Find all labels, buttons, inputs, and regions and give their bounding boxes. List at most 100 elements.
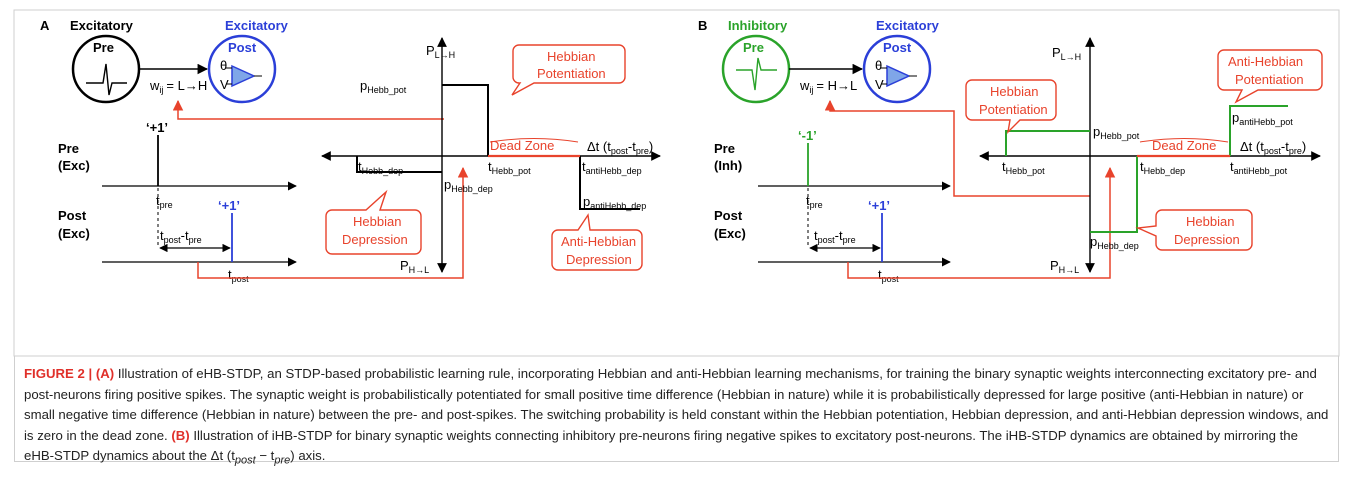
- panel-b-p-hebb-dep: pHebb_dep: [1090, 234, 1139, 251]
- panel-a-t-post: tpost: [228, 267, 249, 284]
- panel-a-v: V: [220, 77, 229, 92]
- panel-b-hebb-pot-curve: [1005, 130, 1090, 156]
- panel-a-w: wij= L→H: [149, 78, 207, 95]
- panel-b-post-axis: Post: [714, 208, 743, 223]
- caption-label: FIGURE 2 |: [24, 366, 93, 381]
- panel-a-comparator-icon: [231, 64, 256, 88]
- panel-b-feedback-arrow: [824, 99, 1090, 197]
- panel-b-post-label: Post: [883, 40, 912, 55]
- panel-b-pre-axis-2: (Inh): [714, 158, 742, 173]
- panel-a-pre-label: Pre: [93, 40, 114, 55]
- panel-a-pre-spike-icon: [86, 63, 127, 96]
- caption-box: [14, 356, 1339, 462]
- panel-b-dead-zone: Dead Zone: [1152, 138, 1216, 153]
- caption-a-marker: (A): [95, 366, 115, 381]
- panel-a-hebb-pot-curve: [442, 84, 489, 156]
- panel-b-pre-spike-icon: [736, 57, 777, 91]
- panel-a-pre-axis-2: (Exc): [58, 158, 90, 173]
- panel-a-spike-post: ‘+1’: [218, 198, 240, 213]
- caption-b-end: ) axis.: [290, 448, 326, 463]
- panel-a-callout-pot-1: Hebbian: [547, 49, 595, 64]
- panel-a-post-axis: Post: [58, 208, 87, 223]
- panel-b-post-neuron: [862, 34, 932, 104]
- panel-b-t-post: tpost: [878, 267, 899, 284]
- panel-a-p-hebb-dep: pHebb_dep: [444, 177, 493, 194]
- panel-b-callout-anti-2: Potentiation: [1235, 72, 1304, 87]
- panel-b-callout-anti-1: Anti-Hebbian: [1228, 54, 1303, 69]
- panel-b-callout-pot: [965, 79, 1057, 135]
- panel-a-p-anti-dep: pantiHebb_dep: [583, 194, 646, 211]
- panel-a-callout-anti-1: Anti-Hebbian: [561, 234, 636, 249]
- caption-a-text: Illustration of eHB-STDP, an STDP-based …: [24, 366, 1329, 443]
- panel-b-dt-label: Δt (tpost-tpre): [1240, 139, 1306, 156]
- panel-b-post-title: Excitatory: [876, 18, 940, 33]
- panel-a-callout-anti: [551, 213, 643, 271]
- panel-b: B Inhibitory Excitatory Pre Post θ V wij…: [698, 18, 1323, 284]
- panel-a-post-label: Post: [228, 40, 257, 55]
- panel-b-theta: θ: [875, 58, 882, 73]
- panel-b-p-anti-pot: pantiHebb_pot: [1232, 110, 1293, 127]
- panel-a-tdiff: tpost-tpre: [160, 228, 202, 245]
- panel-a-t-pre: tpre: [156, 193, 173, 210]
- panel-a-callout-dep-1: Hebbian: [353, 214, 401, 229]
- panel-b-anti-pot-curve: [1229, 105, 1288, 156]
- panel-a-tdiff-route: [197, 166, 469, 279]
- panel-b-v: V: [875, 77, 884, 92]
- panel-b-tdiff: tpost-tpre: [814, 228, 856, 245]
- panel-a-hebb-dep-curve: [356, 156, 442, 173]
- panel-a-callout-anti-2: Depression: [566, 252, 632, 267]
- panel-a-t-hebb-pot: tHebb_pot: [488, 159, 531, 176]
- panel-b-pre-axis: Pre: [714, 141, 735, 156]
- panel-b-pre-label: Pre: [743, 40, 764, 55]
- panel-a-t-anti-dep: tantiHebb_dep: [582, 159, 642, 176]
- panel-a-post-title: Excitatory: [225, 18, 289, 33]
- panel-a-callout-pot-2: Potentiation: [537, 66, 606, 81]
- panel-a-callout-dep-2: Depression: [342, 232, 408, 247]
- panel-b-callout-pot-2: Potentiation: [979, 102, 1048, 117]
- panel-a-p-top: PL→H: [426, 43, 455, 60]
- panel-b-post-axis-2: (Exc): [714, 226, 746, 241]
- panel-a-spike-pre: ‘+1’: [146, 120, 168, 135]
- panel-a-callout-dep: [325, 189, 422, 255]
- caption-b-marker: (B): [171, 427, 190, 443]
- panel-a-anti-dep-curve: [579, 156, 640, 210]
- panel-b-p-bottom: PH→L: [1050, 258, 1079, 275]
- panel-a-theta: θ: [220, 58, 227, 73]
- panel-b-callout-anti: [1217, 49, 1323, 104]
- panel-b-t-hebb-pot: tHebb_pot: [1002, 159, 1045, 176]
- panel-a-letter: A: [40, 18, 50, 33]
- panel-a-feedback-arrow: [172, 99, 444, 120]
- panel-a: A Excitatory Excitatory Pre Post θ V wij…: [40, 18, 661, 284]
- panel-a-callout-pot: [511, 44, 626, 96]
- panel-b-callout-dep-1: Hebbian: [1186, 214, 1234, 229]
- panel-b-spike-pre: ‘-1’: [798, 128, 817, 143]
- panel-a-p-bottom: PH→L: [400, 258, 429, 275]
- panel-b-tdiff-route: [847, 166, 1116, 279]
- panel-b-callout-pot-1: Hebbian: [990, 84, 1038, 99]
- figure-frame: [13, 9, 1340, 357]
- panel-b-pre-title: Inhibitory: [728, 18, 788, 33]
- caption-b-sub2: pre: [274, 454, 291, 467]
- panel-a-dt-label: Δt (tpost-tpre): [587, 139, 653, 156]
- panel-a-dead-zone: Dead Zone: [490, 138, 554, 153]
- caption-b-text: Illustration of iHB-STDP for binary syna…: [24, 427, 1298, 464]
- panel-b-callout-dep-2: Depression: [1174, 232, 1240, 247]
- caption-b-mid: − t: [255, 448, 275, 463]
- caption-b-sub1: post: [234, 454, 256, 467]
- panel-a-pre-title: Excitatory: [70, 18, 134, 33]
- panel-b-t-hebb-dep: tHebb_dep: [1140, 159, 1185, 176]
- panel-b-spike-post: ‘+1’: [868, 198, 890, 213]
- panel-b-w: wij= H→L: [799, 78, 857, 95]
- panel-b-callout-dep: [1135, 209, 1253, 251]
- panel-b-t-pre: tpre: [806, 193, 823, 210]
- panel-b-t-anti-pot: tantiHebb_pot: [1230, 159, 1288, 176]
- panel-a-pre-axis: Pre: [58, 141, 79, 156]
- panel-b-letter: B: [698, 18, 707, 33]
- panel-b-comparator-icon: [886, 64, 911, 88]
- panel-b-hebb-dep-curve: [1090, 156, 1138, 233]
- panel-a-t-hebb-dep: tHebb_dep: [358, 159, 403, 176]
- panel-b-p-top: PL→H: [1052, 45, 1081, 62]
- panel-b-p-hebb-pot: pHebb_pot: [1093, 124, 1140, 141]
